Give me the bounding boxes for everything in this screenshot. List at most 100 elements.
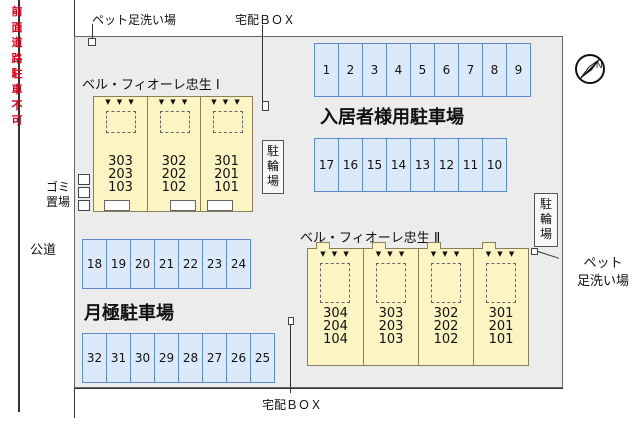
- parking-space: 16: [338, 138, 363, 192]
- parking-space: 10: [482, 138, 507, 192]
- parking-space: 27: [202, 333, 227, 383]
- public-road-label: 公道: [30, 243, 57, 258]
- pet-wash-leader: [92, 24, 93, 38]
- garbage-bin: [78, 200, 90, 211]
- parking-space: 24: [226, 239, 251, 289]
- parking-space: 5: [410, 43, 435, 97]
- parking-space: 21: [154, 239, 179, 289]
- building2-unit: ▼ ▼ ▼ 303 203 103: [363, 242, 418, 365]
- porch-outline: [376, 263, 406, 303]
- building2-rooms: 304 204 104: [323, 306, 348, 347]
- porch-outline: [106, 111, 136, 133]
- parking-space: 13: [410, 138, 435, 192]
- roof-tab: [427, 242, 441, 249]
- parking-row-top: 1 2 3 4 5 6 7 8 9: [314, 43, 534, 97]
- building2-unit: ▼ ▼ ▼ 304 204 104: [308, 242, 363, 365]
- building2-name: ベル・フィオーレ忠生 Ⅱ: [300, 231, 441, 246]
- parking-row-mid: 17 16 15 14 13 12 11 10: [314, 138, 514, 192]
- no-parking-notice: 前 面 道 路 駐 車 不 可: [11, 5, 23, 128]
- parking-space: 28: [178, 333, 203, 383]
- site-bottom-edge: [74, 388, 563, 389]
- building2: ▼ ▼ ▼ 304 204 104 ▼ ▼ ▼ 303 203 103 ▼ ▼ …: [307, 242, 529, 366]
- entrance-arrows: ▼ ▼ ▼: [105, 98, 136, 106]
- garbage-bin: [78, 187, 90, 198]
- parking-space: 22: [178, 239, 203, 289]
- parking-space: 19: [106, 239, 131, 289]
- parking-row-bottom: 32 31 30 29 28 27 26 25: [82, 333, 282, 383]
- porch-outline: [213, 111, 243, 133]
- parking-space: 30: [130, 333, 155, 383]
- parking-space: 23: [202, 239, 227, 289]
- compass-icon: N: [574, 53, 606, 85]
- building2-rooms: 302 202 102: [433, 306, 459, 347]
- parking-space: 31: [106, 333, 131, 383]
- parking-space: 2: [338, 43, 363, 97]
- delivery-box-leader: [262, 25, 263, 101]
- building1-rooms: 303 203 103: [108, 154, 133, 195]
- entrance-arrows: ▼ ▼ ▼: [211, 98, 242, 106]
- monthly-parking-label: 月極駐車場: [84, 303, 174, 324]
- parking-space: 15: [362, 138, 387, 192]
- delivery-box-label-2: 宅配ＢＯＸ: [262, 398, 323, 412]
- unit-door: [104, 200, 130, 211]
- building1-unit: ▼ ▼ ▼ 302 202 102: [147, 97, 200, 211]
- roof-tab: [482, 242, 496, 249]
- entrance-arrows: ▼ ▼ ▼: [158, 98, 190, 106]
- building1-rooms: 301 201 101: [214, 154, 239, 195]
- bike-parking-1: 駐 輪 場: [262, 140, 284, 194]
- delivery-box-2-leader: [290, 325, 291, 393]
- parking-space: 18: [82, 239, 107, 289]
- parking-space: 12: [434, 138, 459, 192]
- building2-unit: ▼ ▼ ▼ 301 201 101: [473, 242, 528, 365]
- building1-name: ベル・フィオーレ忠生 Ⅰ: [82, 78, 220, 93]
- pet-wash-label-2: ペット 足洗い場: [576, 256, 629, 289]
- parking-space: 20: [130, 239, 155, 289]
- roof-tab: [372, 242, 386, 249]
- entrance-arrows: ▼ ▼ ▼: [430, 250, 462, 258]
- parking-space: 3: [362, 43, 387, 97]
- parking-space: 17: [314, 138, 339, 192]
- parking-space: 8: [482, 43, 507, 97]
- building2-rooms: 301 201 101: [488, 306, 514, 347]
- parking-space: 29: [154, 333, 179, 383]
- porch-outline: [320, 263, 350, 303]
- unit-door: [207, 200, 233, 211]
- garbage-label: ゴミ 置場: [45, 180, 70, 209]
- unit-door: [170, 200, 196, 211]
- building1-unit: ▼ ▼ ▼ 303 203 103: [94, 97, 147, 211]
- parking-space: 7: [458, 43, 483, 97]
- compass-north-letter: N: [596, 60, 603, 70]
- building1-rooms: 302 202 102: [161, 154, 187, 195]
- pet-wash-box: [88, 38, 96, 46]
- parking-space: 26: [226, 333, 251, 383]
- parking-space: 9: [506, 43, 531, 97]
- delivery-box: [262, 101, 269, 111]
- building2-rooms: 303 203 103: [378, 306, 404, 347]
- porch-outline: [486, 263, 516, 303]
- building1-unit: ▼ ▼ ▼ 301 201 101: [200, 97, 252, 211]
- porch-outline: [431, 263, 461, 303]
- entrance-arrows: ▼ ▼ ▼: [320, 250, 351, 258]
- building1: ▼ ▼ ▼ 303 203 103 ▼ ▼ ▼ 302 202 102 ▼ ▼ …: [93, 96, 253, 212]
- garbage-bin: [78, 174, 90, 185]
- entrance-arrows: ▼ ▼ ▼: [375, 250, 407, 258]
- roof-tab: [316, 242, 330, 249]
- delivery-box-label: 宅配ＢＯＸ: [235, 13, 296, 27]
- bike-parking-2: 駐 輪 場: [534, 193, 558, 247]
- parking-space: 14: [386, 138, 411, 192]
- road-edge-left: [18, 0, 20, 412]
- parking-space: 11: [458, 138, 483, 192]
- parking-row-left: 18 19 20 21 22 23 24: [82, 239, 258, 289]
- parking-space: 25: [250, 333, 275, 383]
- entrance-arrows: ▼ ▼ ▼: [485, 250, 517, 258]
- resident-parking-label: 入居者様用駐車場: [320, 107, 464, 128]
- pet-wash-label: ペット足洗い場: [92, 13, 177, 27]
- pet-wash-box-2: [531, 248, 538, 255]
- parking-space: 1: [314, 43, 339, 97]
- porch-outline: [160, 111, 190, 133]
- parking-space: 32: [82, 333, 107, 383]
- parking-space: 6: [434, 43, 459, 97]
- delivery-box-2: [288, 317, 294, 325]
- building2-unit: ▼ ▼ ▼ 302 202 102: [418, 242, 473, 365]
- parking-space: 4: [386, 43, 411, 97]
